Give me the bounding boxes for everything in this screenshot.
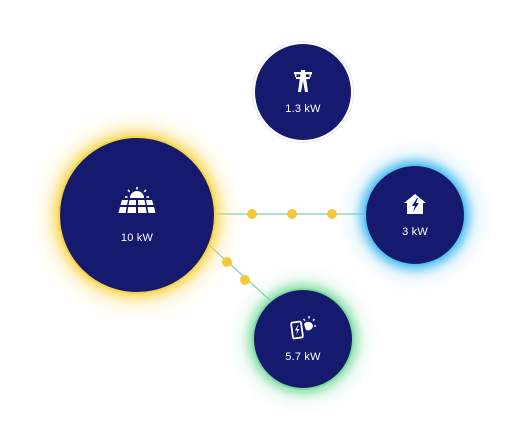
home-power-value: 3 kW	[402, 226, 428, 238]
flow-dot	[222, 257, 232, 267]
flow-dot	[240, 275, 250, 285]
flow-dot	[247, 209, 257, 219]
home-node[interactable]: 3 kW	[364, 164, 466, 266]
flow-dot	[327, 209, 337, 219]
home-energy-icon	[402, 192, 428, 216]
grid-power-value: 1.3 kW	[285, 103, 321, 115]
flow-line-solar-battery	[209, 245, 273, 303]
power-pylon-icon	[292, 69, 314, 93]
battery-node[interactable]: 5.7 kW	[252, 288, 354, 390]
grid-node[interactable]: 1.3 kW	[253, 42, 353, 142]
solar-power-value: 10 kW	[120, 232, 154, 244]
solar-node[interactable]: 10 kW	[58, 136, 216, 294]
solar-panel-icon	[116, 186, 158, 222]
battery-power-value: 5.7 kW	[285, 351, 321, 363]
battery-sun-icon	[289, 315, 317, 341]
flow-dot	[287, 209, 297, 219]
